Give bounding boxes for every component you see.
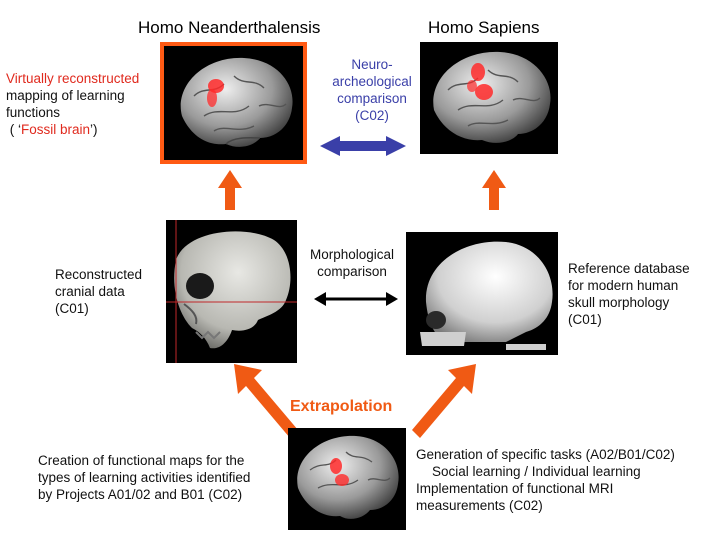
neuro-line-1: Neuro- [351, 57, 393, 72]
cranial-line-1: Reconstructed [55, 267, 143, 282]
reference-line-1: Reference database [568, 261, 690, 276]
neuro-comparison-label: Neuro- archeological comparison (C02) [322, 56, 422, 124]
maps-line-2: types of learning activities identified [38, 470, 251, 485]
cranial-line-3: (C01) [55, 301, 89, 316]
neuro-line-3: comparison [337, 91, 407, 106]
maps-line-1: Creation of functional maps for the [38, 453, 245, 468]
fossil-red: Fossil brain [21, 122, 91, 137]
morph-line-1: Morphological [309, 247, 395, 262]
up-arrow-right [482, 170, 506, 210]
neanderthal-brain-image [160, 42, 307, 164]
reference-line-2: for modern human [568, 278, 679, 293]
tasks-line-2: Social learning / Individual learning [432, 464, 641, 479]
reference-line-3: skull morphology [568, 295, 670, 310]
tasks-line-4: measurements (C02) [416, 498, 543, 513]
fossil-open: ( ‘ [9, 122, 22, 137]
maps-line-3: by Projects A01/02 and B01 (C02) [38, 487, 243, 502]
morph-comparison-label: Morphological comparison [300, 246, 404, 280]
fossil-close: ’) [90, 122, 98, 137]
reference-line-4: (C01) [568, 312, 602, 327]
neuro-line-4: (C02) [355, 108, 389, 123]
fossil-line-4: ( ‘Fossil brain’) [6, 121, 139, 138]
up-arrow-left [218, 170, 242, 210]
brain-graphic [433, 51, 551, 143]
cranial-line-2: cranial data [55, 284, 125, 299]
brain-graphic [180, 57, 293, 147]
reference-database-label: Reference database for modern human skul… [568, 260, 690, 328]
modern-skull-image [406, 232, 558, 355]
sapiens-brain-image [420, 42, 558, 154]
neuro-double-arrow [320, 136, 406, 156]
tasks-line-1: Generation of specific tasks (A02/B01/C0… [416, 447, 675, 462]
extrapolation-label: Extrapolation [290, 398, 393, 415]
fossil-brain-label: Virtually reconstructed mapping of learn… [6, 70, 139, 138]
fossil-line-3: functions [6, 105, 61, 120]
fossil-skull-image [166, 220, 297, 363]
morph-double-arrow [314, 292, 398, 306]
sapiens-title: Homo Sapiens [428, 18, 540, 37]
brain-graphic [297, 435, 399, 519]
functional-maps-label: Creation of functional maps for the type… [38, 452, 250, 503]
tasks-label: Generation of specific tasks (A02/B01/C0… [416, 446, 675, 514]
fossil-line-2: mapping of learning [6, 88, 125, 103]
neuro-line-2: archeological [332, 74, 412, 89]
bottom-brain-image [288, 428, 406, 530]
fossil-line-1: Virtually reconstructed [6, 71, 140, 86]
tasks-line-3: Implementation of functional MRI [416, 481, 614, 496]
neanderthal-title: Homo Neanderthalensis [138, 18, 321, 37]
morph-line-2: comparison [317, 264, 387, 279]
cranial-data-label: Reconstructed cranial data (C01) [55, 266, 142, 317]
skull-graphic [166, 220, 297, 363]
extrapolation-arrow-left [234, 364, 298, 438]
extrapolation-arrow-right [412, 364, 476, 438]
skull-graphic [420, 241, 553, 350]
